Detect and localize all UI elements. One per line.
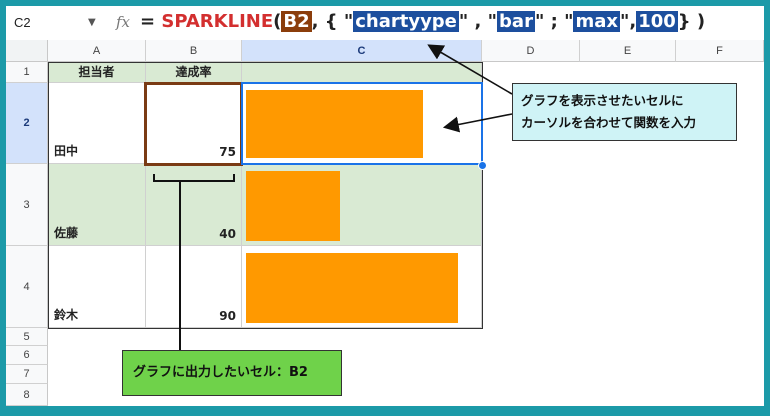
formula-equals: = xyxy=(140,11,156,32)
name-text: 佐藤 xyxy=(54,226,79,240)
formula-option-value: bar xyxy=(497,11,535,32)
row-header-6[interactable]: 6 xyxy=(6,346,48,365)
column-header-a[interactable]: A xyxy=(48,40,146,62)
formula-separator: , { " xyxy=(311,11,354,32)
formula-option-key: max xyxy=(573,11,620,32)
rate-value: 75 xyxy=(219,145,236,159)
callout-text-line1: グラフを表示させたいセルに xyxy=(521,93,684,108)
selected-cell-outline xyxy=(241,82,483,165)
header-cell-rate[interactable]: 達成率 xyxy=(146,62,242,83)
sparkline-cell[interactable] xyxy=(242,246,482,328)
spreadsheet-window: C2 ▼ fx = SPARKLINE (B2, { "chartyype" ,… xyxy=(6,6,764,406)
sparkline-bar xyxy=(246,253,459,323)
row-header-3[interactable]: 3 xyxy=(6,164,48,246)
fx-icon: fx xyxy=(116,13,131,31)
select-all-corner[interactable] xyxy=(6,40,48,62)
sparkline-bar xyxy=(246,90,423,158)
row-header-2[interactable]: 2 xyxy=(6,83,48,164)
name-cell[interactable]: 佐藤 xyxy=(48,164,146,246)
formula-separator: " ; " xyxy=(534,11,574,32)
row-header-1[interactable]: 1 xyxy=(6,62,48,83)
fill-handle[interactable] xyxy=(478,161,487,170)
formula-option-key: chartyype xyxy=(353,11,459,32)
row-header-4[interactable]: 4 xyxy=(6,246,48,328)
row-header-8[interactable]: 8 xyxy=(6,384,48,406)
formula-separator: " , " xyxy=(458,11,498,32)
formula-function-name: SPARKLINE xyxy=(161,11,274,32)
annotation-lines xyxy=(153,44,513,350)
header-cell-name[interactable]: 担当者 xyxy=(48,62,146,83)
formula-bar: C2 ▼ fx = SPARKLINE (B2, { "chartyype" ,… xyxy=(6,6,764,41)
name-text: 田中 xyxy=(54,144,79,158)
rate-value: 40 xyxy=(219,227,236,241)
sparkline-bar xyxy=(246,171,341,241)
bracket-b2 xyxy=(153,174,235,182)
column-header-b[interactable]: B xyxy=(146,40,242,62)
row-header-5[interactable]: 5 xyxy=(6,328,48,346)
rate-cell[interactable]: 90 xyxy=(146,246,242,328)
name-text: 鈴木 xyxy=(54,308,79,322)
column-header-e[interactable]: E xyxy=(580,40,676,62)
rate-cell[interactable]: 40 xyxy=(146,164,242,246)
callout-text-line2: カーソルを合わせて関数を入力 xyxy=(521,115,697,130)
formula-option-value: 100 xyxy=(636,11,678,32)
chevron-down-icon[interactable]: ▼ xyxy=(88,17,96,28)
arrow-to-formula xyxy=(427,44,513,95)
column-header-d[interactable]: D xyxy=(482,40,580,62)
column-header-c[interactable]: C xyxy=(242,40,482,62)
formula-close: } ) xyxy=(677,11,706,32)
column-header-f[interactable]: F xyxy=(676,40,764,62)
formula-input[interactable]: = SPARKLINE (B2, { "chartyype" , "bar" ;… xyxy=(140,11,705,32)
formula-range-ref: B2 xyxy=(281,11,312,32)
rate-value: 90 xyxy=(219,309,236,323)
formula-separator: ", xyxy=(619,11,637,32)
formula-callout: グラフを表示させたいセルに カーソルを合わせて関数を入力 xyxy=(512,83,737,141)
name-box[interactable]: C2 xyxy=(14,15,31,30)
arrow-to-cell xyxy=(442,113,513,133)
name-cell[interactable]: 鈴木 xyxy=(48,246,146,328)
data-cell-callout: グラフに出力したいセル：B2 xyxy=(122,350,342,396)
formula-open-paren: ( xyxy=(273,11,282,32)
row-header-7[interactable]: 7 xyxy=(6,365,48,384)
